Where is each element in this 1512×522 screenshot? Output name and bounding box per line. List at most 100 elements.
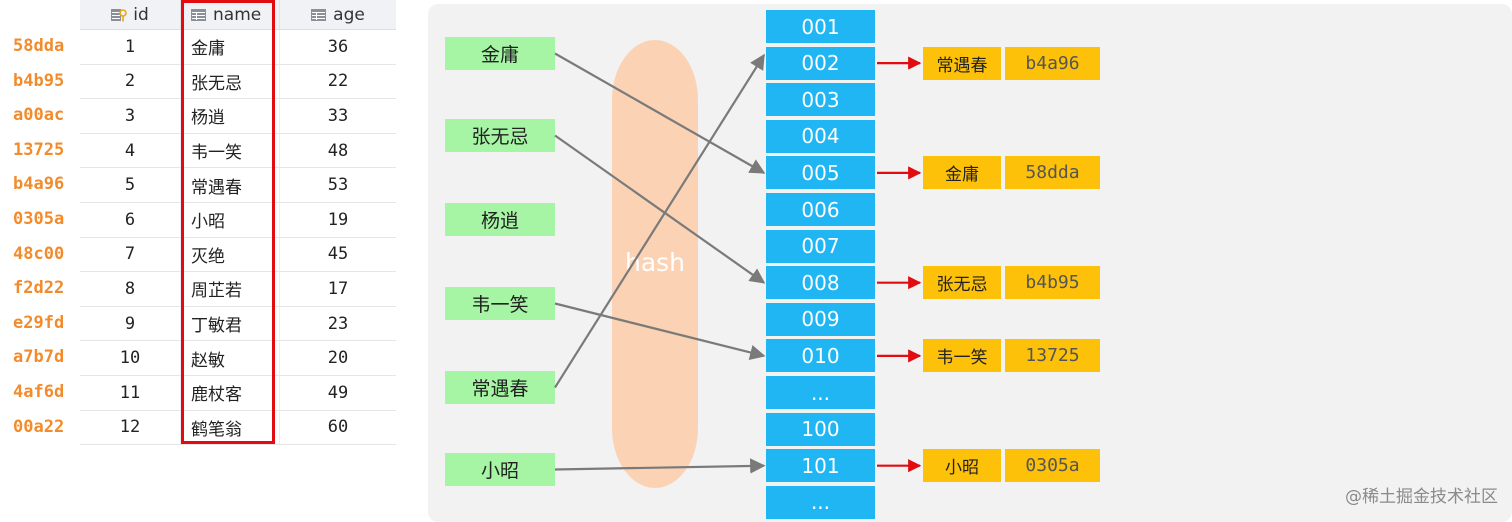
hash-bucket: 008: [766, 266, 875, 300]
cell-age: 49: [327, 382, 349, 403]
entry-address: 13725: [1005, 339, 1100, 373]
hash-link-arrow: [554, 458, 766, 474]
cell-name: 周芷若: [181, 272, 280, 306]
hash-link-arrow: [554, 52, 766, 174]
entry-name: 常遇春: [923, 46, 1001, 80]
hash-bucket: 004: [766, 119, 875, 153]
column-header-age[interactable]: age: [280, 0, 396, 29]
column-header-name-label: name: [213, 4, 262, 25]
cell-age: 45: [327, 244, 349, 265]
cell-id: 3: [80, 99, 181, 133]
cell-age: 20: [327, 348, 349, 369]
column-header-id-label: id: [133, 4, 149, 25]
table-header: id name age: [80, 0, 396, 30]
cell-id: 12: [80, 410, 181, 445]
entry-name: 小昭: [923, 449, 1001, 483]
hash-bucket: 001: [766, 10, 875, 43]
cell-name: 鹤笔翁: [181, 410, 280, 445]
cell-id: 10: [80, 341, 181, 375]
watermark: @稀土掘金技术社区: [1345, 487, 1498, 507]
column-icon: [311, 8, 327, 21]
row-address: 58dda: [13, 36, 65, 56]
entry-address: b4a96: [1005, 46, 1100, 80]
row-address: a00ac: [13, 105, 65, 126]
row-address: 48c00: [13, 243, 65, 264]
hash-link-arrow: [554, 302, 766, 360]
key-node: 杨逍: [445, 203, 555, 236]
hash-index-diagram: [428, 4, 1512, 522]
hash-label: hash: [624, 248, 686, 277]
cell-id: 7: [80, 237, 181, 272]
hash-bucket: 003: [766, 83, 875, 117]
cell-name: 赵敏: [181, 341, 280, 375]
hash-bucket: 009: [766, 302, 875, 336]
column-header-name[interactable]: name: [181, 0, 280, 29]
entry-name: 张无忌: [923, 266, 1001, 300]
hash-bucket: 007: [766, 229, 875, 263]
hash-bucket: 010: [766, 339, 875, 373]
row-address: f2d22: [13, 278, 65, 299]
hash-bucket: ...: [766, 376, 875, 409]
entry-name: 韦一笑: [923, 339, 1001, 373]
cell-age: 17: [327, 278, 349, 299]
row-address: b4a96: [13, 174, 65, 195]
cell-id: 1: [80, 30, 181, 64]
hash-link-arrow: [554, 134, 766, 284]
key-node: 常遇春: [445, 371, 555, 404]
cell-age: 36: [327, 36, 349, 57]
cell-age: 33: [327, 105, 349, 126]
column-header-age-label: age: [333, 4, 365, 25]
key-node: 金庸: [445, 37, 555, 70]
cell-age: 48: [327, 140, 349, 161]
cell-age: 53: [327, 175, 349, 196]
cell-id: 4: [80, 133, 181, 168]
cell-id: 2: [80, 64, 181, 99]
row-address: 4af6d: [13, 381, 65, 402]
column-icon: [191, 8, 206, 21]
cell-name: 金庸: [181, 30, 280, 64]
hash-link-arrow: [554, 53, 765, 389]
cell-age: 60: [327, 417, 349, 438]
cell-name: 灭绝: [181, 237, 280, 272]
cell-name: 杨逍: [181, 99, 280, 133]
entry-name: 金庸: [923, 156, 1001, 190]
cell-id: 9: [80, 306, 181, 341]
hash-function-shape: [612, 40, 698, 488]
key-node: 小昭: [445, 453, 555, 486]
cell-name: 鹿杖客: [181, 375, 280, 410]
hash-bucket: ...: [766, 485, 875, 519]
entry-address: 58dda: [1005, 156, 1100, 190]
row-address: b4b95: [13, 70, 65, 91]
cell-id: 5: [80, 168, 181, 202]
cell-name: 张无忌: [181, 64, 280, 99]
cell-id: 8: [80, 272, 181, 306]
hash-bucket: 101: [766, 449, 875, 483]
cell-name: 丁敏君: [181, 306, 280, 341]
cell-id: 11: [80, 375, 181, 410]
entry-address: 0305a: [1005, 449, 1100, 483]
cell-id: 6: [80, 202, 181, 237]
key-node: 韦一笑: [445, 287, 555, 320]
cell-name: 常遇春: [181, 168, 280, 202]
column-header-id[interactable]: id: [80, 0, 181, 29]
key-node: 张无忌: [445, 119, 555, 152]
cell-age: 23: [327, 313, 349, 334]
entry-address: b4b95: [1005, 266, 1100, 300]
cell-age: 22: [327, 71, 349, 92]
